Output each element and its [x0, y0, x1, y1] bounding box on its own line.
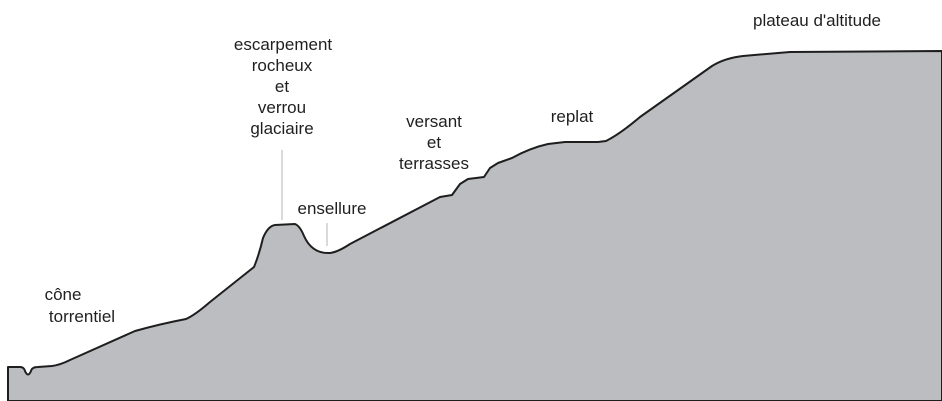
plateau-label: plateau d'altitude [753, 11, 881, 30]
versant-label-line2: et [427, 133, 441, 152]
escarpement-label-line5: glaciaire [250, 119, 313, 138]
escarpement-label-line1: escarpement [234, 35, 333, 54]
versant-terrasses-label: versant et terrasses [399, 112, 469, 173]
escarpement-label-line3: et [275, 77, 289, 96]
versant-label-line3: terrasses [399, 154, 469, 173]
escarpement-label-line2: rocheux [252, 56, 313, 75]
escarpement-label-line4: verrou [258, 98, 306, 117]
cone-label-line2: torrentiel [49, 307, 115, 326]
ensellure-label: ensellure [298, 199, 367, 218]
escarpement-label: escarpement rocheux et verrou glaciaire [234, 35, 333, 138]
replat-label: replat [551, 107, 594, 126]
versant-label-line1: versant [406, 112, 462, 131]
cone-label-line1: cône [45, 285, 82, 304]
cone-torrentiel-label: cône torrentiel [45, 285, 116, 326]
terrain-profile [7, 50, 942, 401]
